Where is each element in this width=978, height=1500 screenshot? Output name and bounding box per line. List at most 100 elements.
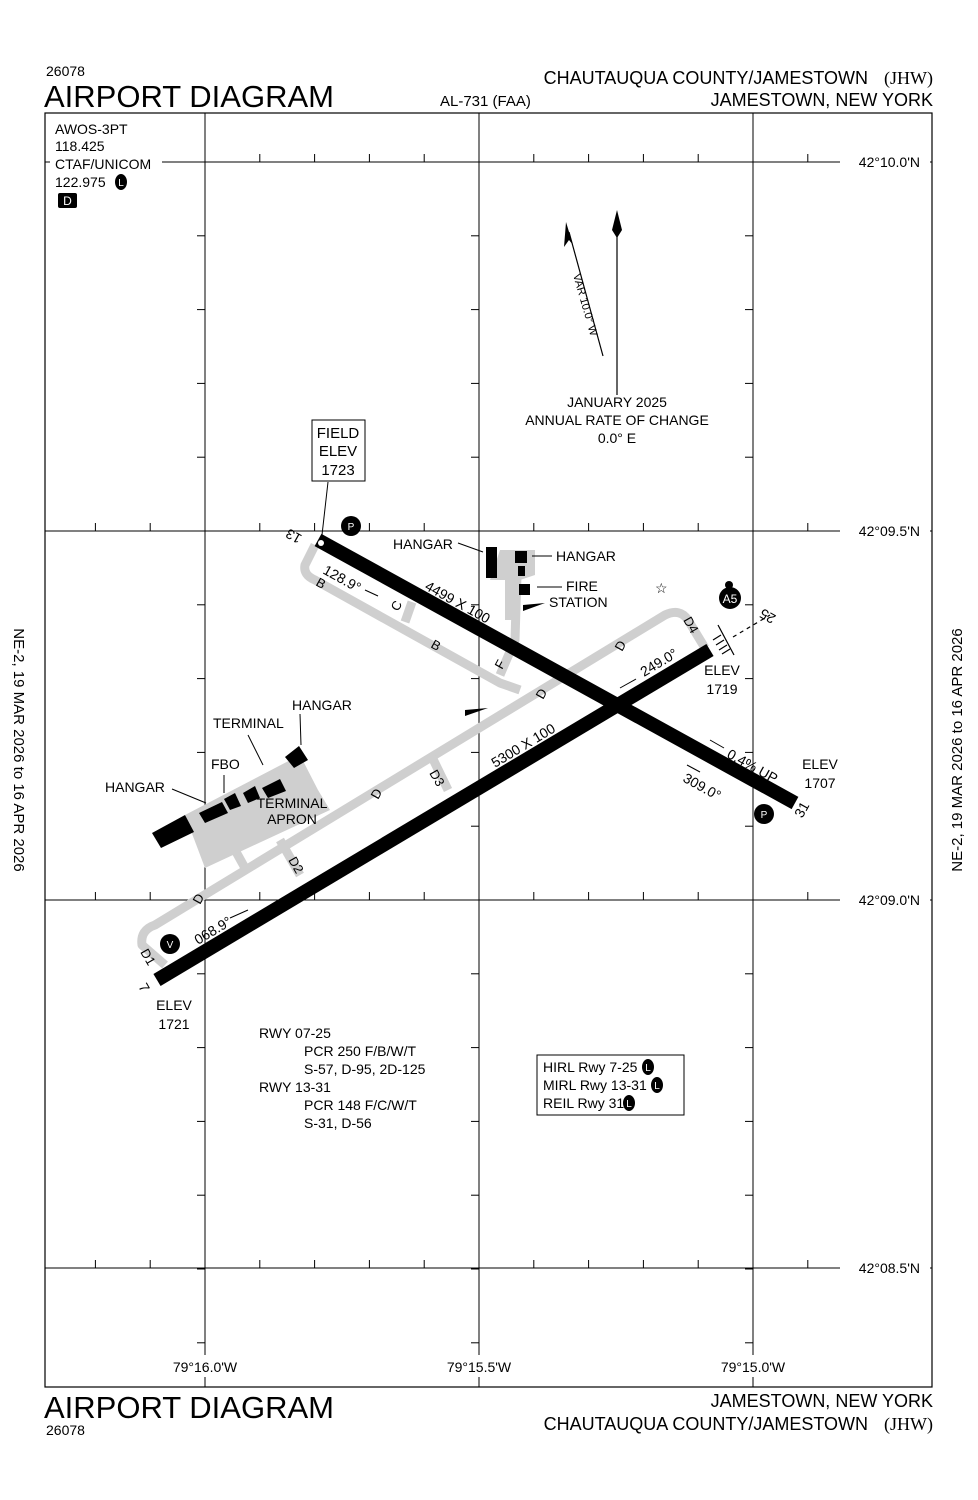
elev-label: ELEV xyxy=(802,756,838,772)
footer-airport-id: (JHW) xyxy=(884,1414,933,1435)
hangar-building xyxy=(152,815,194,848)
runway-end-31: 31 xyxy=(791,799,813,821)
field-elev-label: FIELD xyxy=(317,425,360,442)
terminal-apron xyxy=(185,755,330,868)
lighting-item: MIRL Rwy 13-31 xyxy=(543,1077,647,1093)
lon-label: 79°15.0'W xyxy=(721,1359,786,1375)
runway-end-7: 7 xyxy=(135,980,153,995)
magnetic-north-arrow-head xyxy=(564,222,573,247)
lon-label: 79°15.5'W xyxy=(447,1359,512,1375)
awos-frequency: 118.425 xyxy=(55,138,105,154)
chart-frame xyxy=(44,112,933,1388)
building-labels: HANGAR HANGAR FIRE STATION HANGAR TERMIN… xyxy=(105,536,616,827)
d-badge: D xyxy=(63,194,72,208)
fire-station-building xyxy=(519,584,530,595)
longitude-labels: 79°16.0'W 79°15.5'W 79°15.0'W xyxy=(173,1359,786,1375)
fbo-label: FBO xyxy=(211,756,240,772)
windcone-icon xyxy=(465,708,488,716)
footer-location: JAMESTOWN, NEW YORK xyxy=(711,1391,933,1411)
comms-block: AWOS-3PT 118.425 CTAF/UNICOM 122.975 L D xyxy=(55,121,151,208)
marker-label: A5 xyxy=(723,592,738,606)
buildings xyxy=(152,547,530,848)
l-badge: L xyxy=(118,178,124,189)
variation-date: JANUARY 2025 xyxy=(567,394,667,410)
lat-label: 42°09.0'N xyxy=(859,892,920,908)
taxiway-d2 xyxy=(276,837,304,878)
hangar-building xyxy=(199,802,228,823)
fire-station-label: STATION xyxy=(549,594,608,610)
runway-end-13: 13 xyxy=(283,525,305,547)
ctaf-label: CTAF/UNICOM xyxy=(55,156,151,172)
hangar-label: HANGAR xyxy=(105,779,165,795)
variation-label: VAR 10.0° W xyxy=(570,273,599,339)
pcr-block: RWY 07-25 PCR 250 F/B/W/T S-57, D-95, 2D… xyxy=(259,1025,426,1131)
terminal-building xyxy=(243,786,260,803)
elev-label: ELEV xyxy=(704,662,740,678)
pcr-weights: S-57, D-95, 2D-125 xyxy=(304,1061,426,1077)
runway-end-marker xyxy=(318,540,324,546)
footer-chart-number: 26078 xyxy=(46,1422,85,1438)
pcl-icon xyxy=(623,1095,635,1111)
runway-13-31 xyxy=(314,533,799,810)
pcr-weights: S-31, D-56 xyxy=(304,1115,372,1131)
pcr-runway: RWY 13-31 xyxy=(259,1079,331,1095)
taxiway-label: C xyxy=(388,598,406,613)
runway-31-heading: 309.0° xyxy=(681,770,724,804)
hangar-building xyxy=(518,566,525,576)
field-elev-value: 1723 xyxy=(321,462,354,479)
elev-value: 1719 xyxy=(706,681,737,697)
fbo-building xyxy=(224,793,241,810)
elev-label: ELEV xyxy=(156,997,192,1013)
pilot-controlled-lighting-icon xyxy=(115,174,127,190)
lat-lon-grid xyxy=(45,113,932,1387)
field-elev-label: ELEV xyxy=(319,443,357,460)
l-badge: L xyxy=(654,1081,660,1092)
pcr-value: PCR 148 F/C/W/T xyxy=(304,1097,417,1113)
lon-label: 79°16.0'W xyxy=(173,1359,238,1375)
airport-location: JAMESTOWN, NEW YORK xyxy=(711,90,933,110)
hangar-building xyxy=(285,746,308,768)
hot-spot-a5: A5 xyxy=(719,581,741,609)
marker-v: V xyxy=(160,934,180,954)
lat-label: 42°08.5'N xyxy=(859,1260,920,1276)
marker-label: V xyxy=(167,940,174,951)
beacon-star-icon: ☆ xyxy=(655,580,668,596)
lighting-item: HIRL Rwy 7-25 xyxy=(543,1059,638,1075)
lat-label: 42°09.5'N xyxy=(859,523,920,539)
marker-label: P xyxy=(348,522,355,533)
l-badge: L xyxy=(626,1099,632,1110)
runway-end-25: 25 xyxy=(757,605,779,627)
label-backgrounds xyxy=(50,116,930,1377)
pcr-value: PCR 250 F/B/W/T xyxy=(304,1043,416,1059)
pcr-runway: RWY 07-25 xyxy=(259,1025,331,1041)
field-elevation-box: FIELD ELEV 1723 xyxy=(311,419,366,536)
leader-line xyxy=(321,481,329,536)
procedure-id: AL-731 (FAA) xyxy=(440,93,531,110)
magnetic-variation: VAR 10.0° W JANUARY 2025 ANNUAL RATE OF … xyxy=(525,210,709,446)
rate-value: 0.0° E xyxy=(598,430,636,446)
hangar-label: HANGAR xyxy=(393,536,453,552)
taxiway-label: D1 xyxy=(137,946,158,968)
elev-value: 1707 xyxy=(804,775,835,791)
marker-p-north: P xyxy=(341,516,361,536)
d-badge-icon xyxy=(58,193,77,208)
lat-label: 42°10.0'N xyxy=(859,154,920,170)
apron-label: TERMINAL xyxy=(257,795,328,811)
pcl-icon xyxy=(651,1077,663,1093)
l-badge: L xyxy=(645,1063,651,1074)
taxiway-label: D3 xyxy=(426,767,447,789)
footer-title: AIRPORT DIAGRAM xyxy=(44,1390,334,1425)
hangar-building xyxy=(515,551,527,563)
leader-lines xyxy=(171,542,562,804)
elev-value: 1721 xyxy=(158,1016,189,1032)
marker-p-south: P xyxy=(754,804,774,824)
taxiway-b xyxy=(300,542,522,695)
airport-name: CHAUTAUQUA COUNTY/JAMESTOWN xyxy=(544,68,868,88)
latitude-labels: 42°10.0'N 42°09.5'N 42°09.0'N 42°08.5'N xyxy=(859,154,920,1276)
hangar-label: HANGAR xyxy=(292,697,352,713)
taxiway-d3 xyxy=(427,755,453,792)
airport-id: (JHW) xyxy=(884,68,933,89)
taxiway-label: D2 xyxy=(285,854,306,876)
chart-number: 26078 xyxy=(46,63,85,79)
runway-07-25 xyxy=(153,643,714,987)
